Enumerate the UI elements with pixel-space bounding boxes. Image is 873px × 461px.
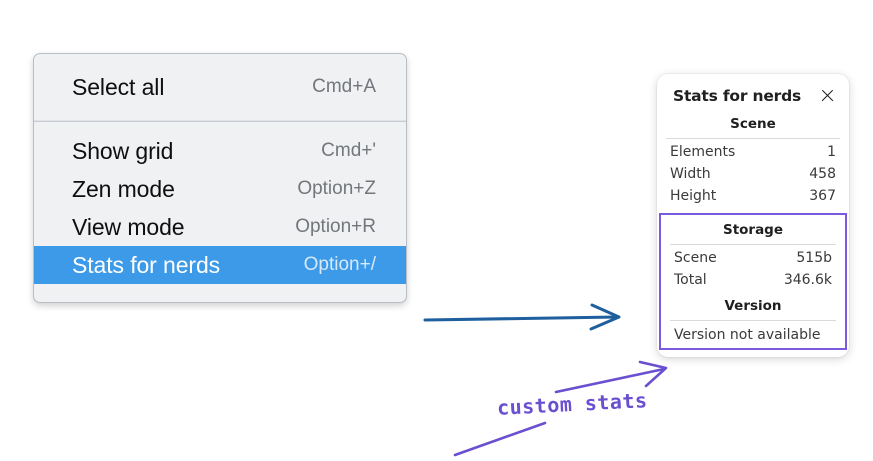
section-scene: Scene Elements 1 Width 458 Height 367 — [657, 109, 849, 207]
stat-key: Scene — [674, 250, 717, 266]
custom-stats-highlight-box: Storage Scene 515b Total 346.6k Version … — [659, 213, 847, 350]
stat-key: Total — [674, 272, 707, 288]
stat-row-storage-total: Total 346.6k — [661, 269, 845, 291]
panel-title: Stats for nerds — [673, 87, 802, 105]
section-storage: Storage Scene 515b Total 346.6k — [661, 215, 845, 291]
panel-header: Stats for nerds — [657, 74, 849, 109]
section-heading: Scene — [730, 116, 776, 132]
menu-item-shortcut: Cmd+A — [312, 76, 376, 97]
section-divider — [666, 138, 840, 139]
menu-item-label: View mode — [72, 213, 185, 240]
stat-key: Width — [670, 166, 711, 182]
annotation-tail-stroke — [453, 421, 547, 457]
menu-item-shortcut: Option+R — [295, 216, 376, 237]
stat-value: 515b — [796, 250, 832, 266]
stats-for-nerds-panel: Stats for nerds Scene Elements 1 Width 4… — [657, 74, 849, 357]
stat-row-storage-scene: Scene 515b — [661, 247, 845, 269]
menu-group-1: Select all Cmd+A — [34, 54, 406, 120]
section-heading: Version — [724, 298, 782, 314]
menu-item-shortcut: Option+Z — [297, 178, 376, 199]
menu-separator — [34, 120, 406, 122]
custom-stats-annotation-label: custom stats — [496, 388, 649, 420]
section-version: Version Version not available — [661, 291, 845, 346]
menu-item-shortcut: Cmd+' — [321, 140, 376, 161]
arrow-up-right-icon — [554, 360, 668, 394]
menu-item-label: Select all — [72, 73, 165, 100]
section-heading: Storage — [722, 222, 784, 238]
stat-row-width: Width 458 — [657, 163, 849, 185]
section-divider — [670, 320, 836, 321]
stat-value: 346.6k — [783, 272, 832, 288]
menu-item-shortcut: Option+/ — [303, 254, 376, 275]
context-menu[interactable]: Select all Cmd+A Show grid Cmd+' Zen mod… — [33, 53, 407, 303]
menu-item-view-mode[interactable]: View mode Option+R — [34, 208, 406, 246]
stat-key: Height — [670, 188, 717, 204]
stat-row-elements: Elements 1 — [657, 141, 849, 163]
menu-item-show-grid[interactable]: Show grid Cmd+' — [34, 132, 406, 170]
stat-row-height: Height 367 — [657, 185, 849, 207]
stat-value: 367 — [809, 188, 836, 204]
menu-item-stats-for-nerds[interactable]: Stats for nerds Option+/ — [34, 246, 406, 284]
menu-item-label: Stats for nerds — [72, 251, 221, 278]
stat-key: Elements — [670, 144, 736, 160]
menu-item-label: Zen mode — [72, 175, 175, 202]
menu-item-label: Show grid — [72, 137, 174, 164]
menu-bottom-padding — [34, 284, 406, 302]
close-icon[interactable] — [819, 88, 835, 104]
menu-item-zen-mode[interactable]: Zen mode Option+Z — [34, 170, 406, 208]
menu-item-select-all[interactable]: Select all Cmd+A — [34, 68, 406, 106]
version-note: Version not available — [674, 327, 821, 343]
stat-value: 458 — [809, 166, 836, 182]
stat-value: 1 — [827, 144, 836, 160]
section-divider — [670, 244, 836, 245]
menu-group-2: Show grid Cmd+' Zen mode Option+Z View m… — [34, 122, 406, 302]
arrow-right-icon — [423, 303, 621, 331]
